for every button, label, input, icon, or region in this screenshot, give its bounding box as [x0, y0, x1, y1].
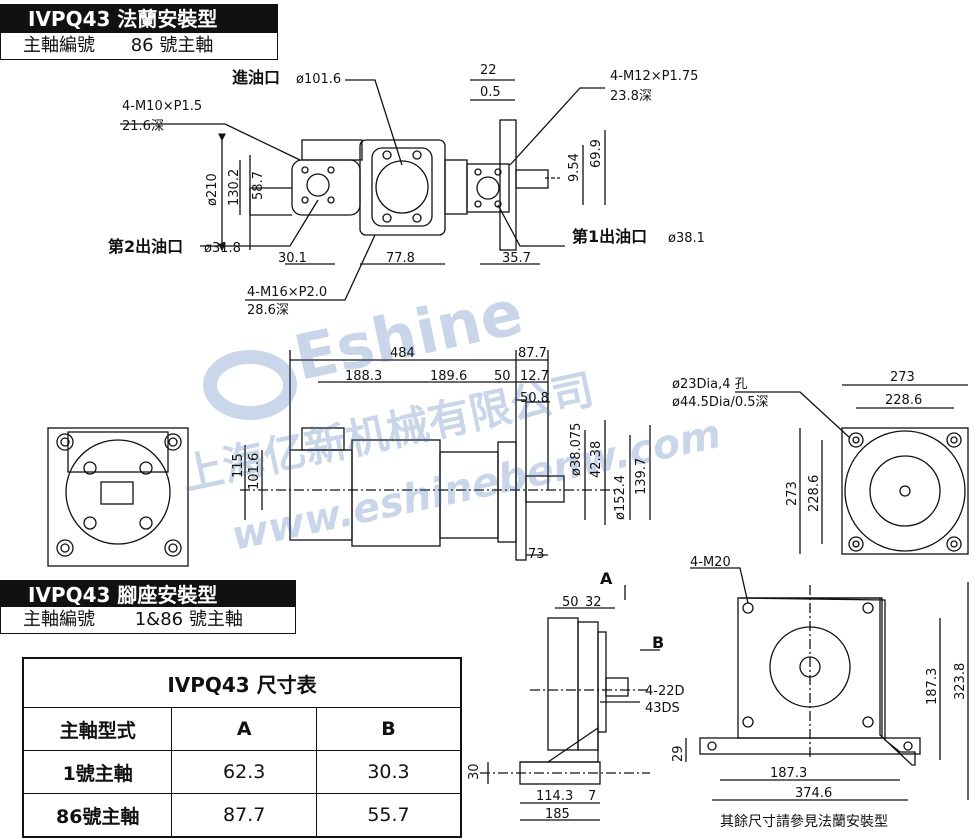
table-title: IVPQ43 尺寸表 [22, 657, 462, 708]
foot-side-view [480, 617, 650, 785]
outlet2-dia: ø31.8 [204, 241, 241, 256]
foot-185: 185 [545, 807, 570, 822]
flange-shaft-label: 主軸編號 [23, 35, 95, 56]
foot-29: 29 [671, 745, 686, 762]
hole-b: ø44.5Dia/0.5深 [672, 395, 769, 410]
foot-shaft-box: 主軸編號 1&86 號主軸 [0, 606, 296, 634]
table-header: 主軸型式 [22, 707, 173, 751]
foot-front-view [699, 585, 921, 766]
dim-101-6: 101.6 [247, 453, 262, 490]
thread-c-depth: 23.8深 [610, 89, 652, 104]
dim-35-7: 35.7 [502, 251, 531, 266]
table-cell: 62.3 [171, 750, 317, 794]
dim-22: 22 [480, 63, 497, 78]
dim-152-4: ø152.4 [613, 475, 628, 520]
dim-273-top: 273 [890, 370, 915, 385]
inlet-dia: ø101.6 [296, 72, 341, 87]
foot-thread: 4-M20 [690, 555, 731, 570]
table-header: A [171, 707, 317, 751]
flange-shaft-value: 86 號主軸 [130, 35, 214, 56]
outlet2-label: 第2出油口 [108, 237, 183, 256]
dim-9-54: 9.54 [567, 153, 582, 182]
foot-32: 32 [585, 595, 602, 610]
thread-c: 4-M12×P1.75 [610, 69, 698, 84]
dimension-table: IVPQ43 尺寸表 主軸型式 A B 1號主軸 62.3 30.3 86號主軸… [22, 657, 462, 838]
foot-7: 7 [588, 789, 596, 804]
dim-73: 73 [528, 547, 545, 562]
foot-114-3: 114.3 [536, 789, 573, 804]
outlet1-label: 第1出油口 [572, 227, 647, 246]
thread-a-depth: 21.6深 [122, 119, 164, 134]
dim-50: 50 [494, 369, 511, 384]
foot-187-3h: 187.3 [770, 766, 807, 781]
table-header-row: 主軸型式 A B [22, 707, 462, 751]
dim-12-7: 12.7 [520, 369, 549, 384]
top-pump-view [249, 119, 560, 251]
outlet1-dia: ø38.1 [668, 231, 705, 246]
side-view [240, 399, 620, 561]
inlet-label: 進油口 [232, 68, 280, 87]
arrow-b: B [652, 633, 664, 652]
dim-139-7: 139.7 [634, 458, 649, 495]
dim-87-7: 87.7 [518, 346, 547, 361]
dim-77-8: 77.8 [386, 251, 415, 266]
foot-323-8: 323.8 [953, 663, 968, 700]
dim-273-side: 273 [785, 481, 800, 506]
foot-50: 50 [562, 595, 579, 610]
foot-187-3v: 187.3 [925, 668, 940, 705]
dim-115: 115 [231, 453, 246, 478]
thread-b-depth: 28.6深 [247, 303, 289, 318]
table-cell: 1號主軸 [22, 750, 173, 794]
dim-210: ø210 [205, 173, 220, 206]
thread-a: 4-M10×P1.5 [122, 99, 202, 114]
note: 其餘尺寸請參見法蘭安裝型 [720, 813, 888, 830]
dim-484: 484 [390, 346, 415, 361]
dim-228-6-side: 228.6 [807, 475, 822, 512]
flange-shaft-box: 主軸編號 86 號主軸 [0, 32, 278, 60]
dim-188-3: 188.3 [345, 369, 382, 384]
dim-0-5: 0.5 [480, 85, 501, 100]
table-row: 1號主軸 62.3 30.3 [22, 750, 462, 794]
table-cell: 86號主軸 [22, 793, 173, 838]
dim-69-9: 69.9 [589, 139, 604, 168]
flange-model-title: IVPQ43 法蘭安裝型 [0, 4, 278, 34]
foot-shaft-label: 主軸編號 [23, 609, 95, 630]
dim-50-8: 50.8 [520, 391, 549, 406]
table-header: B [315, 707, 462, 751]
dim-30-1: 30.1 [278, 251, 307, 266]
thread-b: 4-M16×P2.0 [247, 285, 327, 300]
dim-38-075: ø38.075 [569, 423, 584, 476]
foot-model-title: IVPQ43 腳座安裝型 [0, 580, 296, 610]
dim-228-6-top: 228.6 [885, 393, 922, 408]
table-cell: 55.7 [315, 793, 462, 838]
foot-30: 30 [467, 763, 482, 780]
end-view-left [47, 427, 189, 567]
end-view-right [841, 427, 969, 555]
foot-shaft-value: 1&86 號主軸 [134, 609, 243, 630]
table-row: 86號主軸 87.7 55.7 [22, 793, 462, 838]
dim-189-6: 189.6 [430, 369, 467, 384]
foot-holes: 4-22D [645, 684, 685, 699]
table-cell: 30.3 [315, 750, 462, 794]
table-cell: 87.7 [171, 793, 317, 838]
hole-a: ø23Dia,4 孔 [672, 377, 748, 392]
foot-holes2: 43DS [645, 701, 680, 716]
arrow-a: A [600, 569, 613, 588]
dim-42-38: 42.38 [589, 441, 604, 478]
dim-130-2: 130.2 [227, 169, 242, 206]
foot-374-6: 374.6 [795, 786, 832, 801]
dim-58-7: 58.7 [251, 171, 266, 200]
